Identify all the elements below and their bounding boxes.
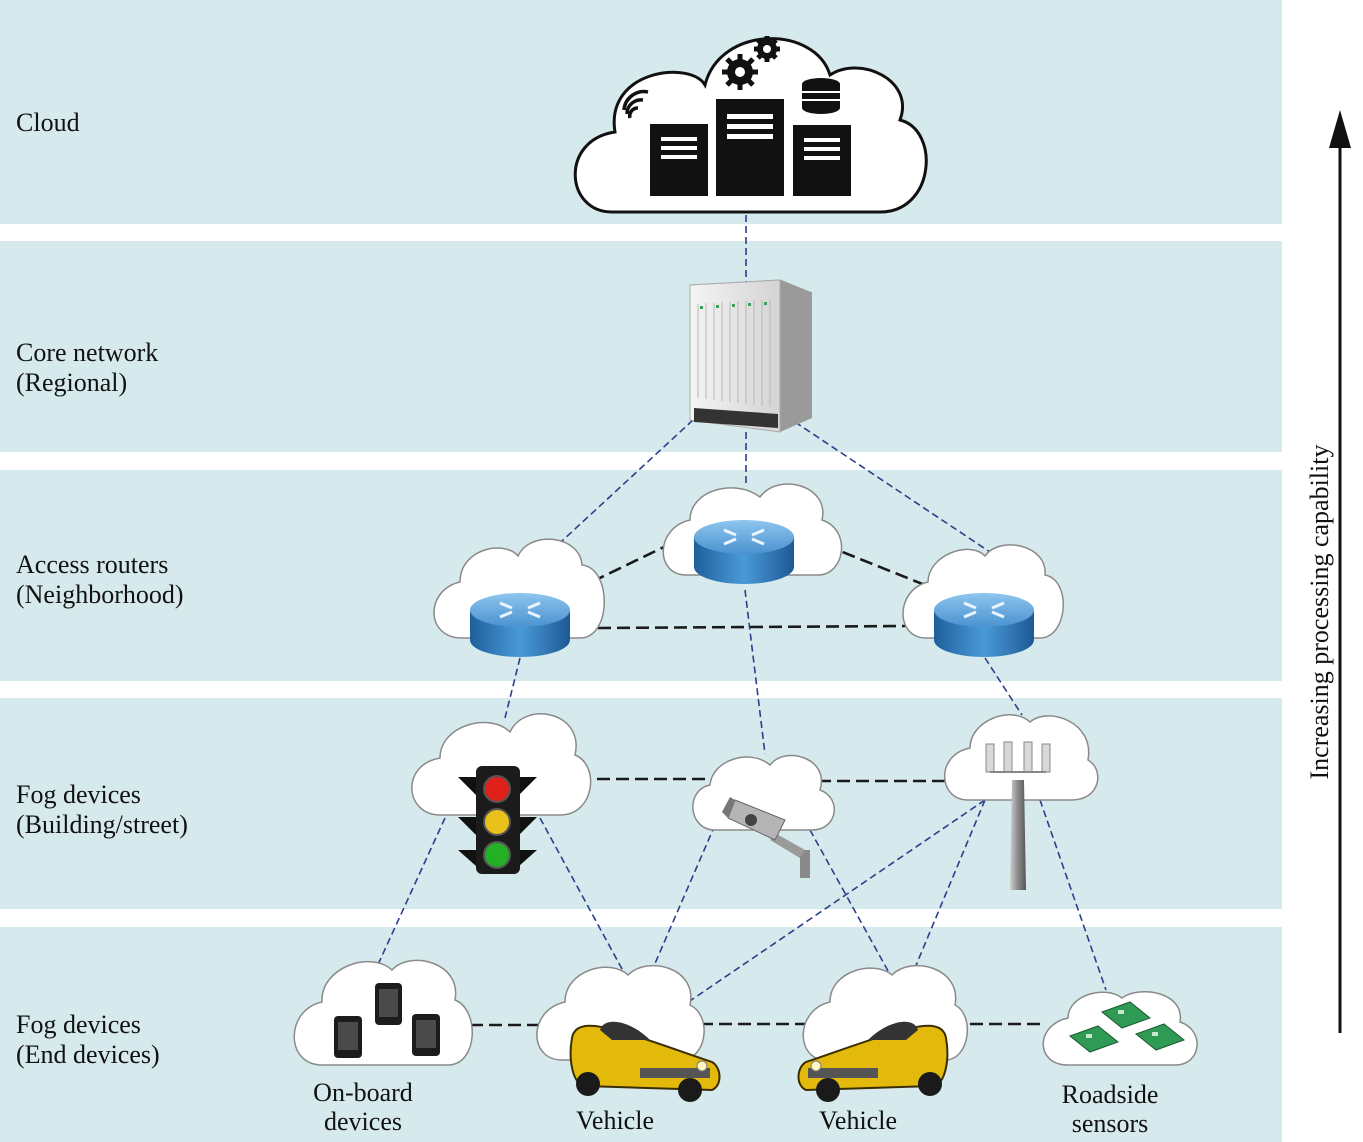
router-cloud-left: [433, 538, 605, 657]
link-camera-vehicle2: [809, 829, 893, 979]
link-router-center-camera: [744, 589, 766, 755]
roadside-sensors-cloud: [1042, 991, 1198, 1066]
tier-band-core-network: [0, 241, 1282, 452]
label-vehicle-left: Vehicle: [576, 1106, 654, 1135]
router-icon: [694, 520, 794, 584]
router-icon: [470, 593, 570, 657]
sensor-board-icon: [1068, 1001, 1186, 1053]
core-switch-icon: [689, 279, 813, 433]
cloud-data-center-icon: [573, 36, 928, 214]
cell-tower-icon: [985, 741, 1051, 890]
wifi-icon: [622, 89, 649, 119]
link-router-left-center: [574, 543, 669, 592]
label-onboard-devices: On-board devices: [313, 1078, 413, 1136]
tier-band-access-routers: [0, 470, 1282, 681]
link-core-router-right: [794, 421, 991, 553]
security-camera-icon: [722, 797, 810, 878]
tier-label-core-network: Core network (Regional): [16, 338, 159, 397]
axis-label: Increasing processing capability: [1305, 444, 1334, 780]
up-arrow-icon: [1329, 110, 1351, 1033]
tier-label-end-devices: Fog devices (End devices): [16, 1010, 160, 1069]
router-icon: [934, 593, 1034, 657]
tier-label-cloud: Cloud: [16, 108, 80, 137]
link-tower-sensors: [1039, 799, 1107, 991]
vehicle-cloud-left: [536, 965, 721, 1102]
link-router-left-right: [597, 624, 906, 630]
link-tower-vehicle2: [911, 799, 986, 976]
tier-label-fog-building: Fog devices (Building/street): [16, 780, 188, 839]
car-icon: [797, 1021, 949, 1102]
link-router-left-traffic: [504, 657, 521, 719]
tier-label-access-routers: Access routers (Neighborhood): [16, 550, 184, 609]
server-right: [793, 125, 851, 196]
router-cloud-center: [662, 483, 843, 584]
horizontal-links: [470, 543, 1045, 1027]
label-roadside-sensors: Roadside sensors: [1061, 1080, 1159, 1138]
camera-cloud: [692, 754, 835, 878]
traffic-light-icon: [458, 766, 537, 874]
vertical-links: [369, 215, 1107, 1006]
link-tower-vehicle1: [683, 799, 986, 1006]
gear-icon: [722, 36, 780, 90]
link-camera-vehicle1: [649, 824, 716, 976]
traffic-light-cloud: [411, 713, 592, 874]
vehicle-cloud-right: [797, 965, 969, 1102]
link-router-right-tower: [984, 657, 1023, 716]
car-icon: [569, 1021, 721, 1102]
router-cloud-right: [902, 544, 1065, 657]
onboard-devices-cloud: [293, 959, 474, 1066]
server-left: [650, 124, 708, 196]
server-center: [716, 99, 784, 196]
link-traffic-vehicle1: [539, 817, 629, 981]
database-icon: [802, 78, 840, 114]
link-traffic-onboard: [369, 817, 446, 983]
label-vehicle-right: Vehicle: [819, 1106, 897, 1135]
cell-tower-cloud: [944, 714, 1099, 890]
smartphone-icon: [334, 983, 440, 1058]
